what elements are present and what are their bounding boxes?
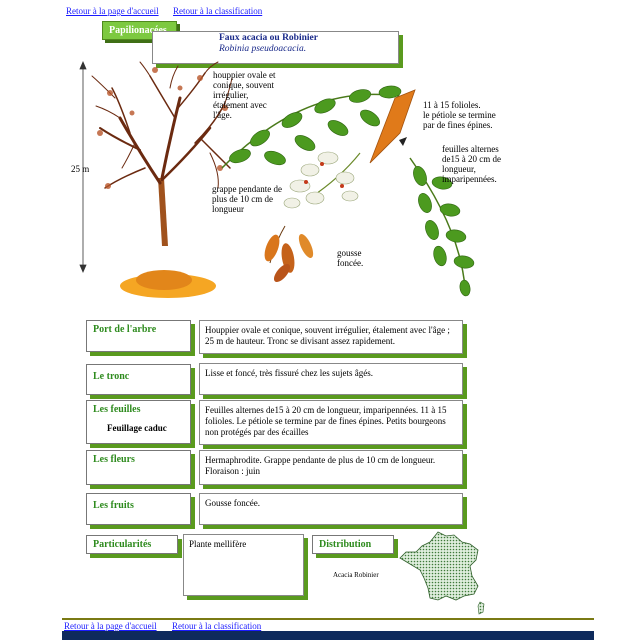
section-label-fleurs: Les fleurs — [86, 450, 191, 485]
tree-drawing — [91, 61, 233, 298]
section-text-fleurs: Hermaphrodite. Grappe pendante de plus d… — [199, 450, 463, 485]
family-label: Papilionacées — [109, 25, 167, 36]
robinier-illustration — [79, 60, 475, 298]
section-body-text: Houppier ovale et conique, souvent irrég… — [205, 325, 450, 346]
particularites-box: Plante mellifère — [183, 534, 304, 596]
particularites-text: Plante mellifère — [189, 539, 247, 549]
map-caption: Acacia Robinier — [333, 571, 379, 579]
cluster-annotation: grappe pendante de plus de 10 cm de long… — [212, 184, 282, 214]
leaf-drawing — [221, 85, 475, 297]
section-label-text: Les fruits — [93, 500, 134, 511]
section-text-tronc: Lisse et foncé, très fissuré chez les su… — [199, 363, 463, 395]
section-label-fruits: Les fruits — [86, 493, 191, 525]
home-link-bottom[interactable]: Retour à la page d'accueil — [64, 621, 157, 631]
flower-cluster-drawing — [283, 151, 361, 209]
section-body-text: Gousse foncée. — [205, 498, 260, 508]
section-text-fruits: Gousse foncée. — [199, 493, 463, 525]
height-arrow — [79, 60, 87, 274]
section-label-feuilles: Les feuilles Feuillage caduc — [86, 400, 191, 444]
particularites-label-text: Particularités — [93, 539, 152, 550]
foliage-deciduous-sublabel: Feuillage caduc — [107, 423, 167, 433]
footer-olive-bar — [62, 618, 594, 620]
particularites-label: Particularités — [86, 535, 178, 554]
footer-navy-bar — [62, 631, 594, 640]
leaflets-annotation: 11 à 15 folioles. le pétiole se termine … — [423, 100, 496, 130]
classification-link-top[interactable]: Retour à la classification — [173, 6, 263, 16]
section-label-tronc: Le tronc — [86, 364, 191, 395]
leaves-annotation: feuilles alternes de15 à 20 cm de longue… — [442, 144, 501, 184]
section-text-port: Houppier ovale et conique, souvent irrég… — [199, 320, 463, 354]
section-label-port: Port de l'arbre — [86, 320, 191, 352]
thorn-pointer — [399, 137, 407, 146]
species-latin-name: Robinia pseudoacacia. — [219, 44, 307, 54]
section-body-text: Feuilles alternes de15 à 20 cm de longue… — [205, 405, 447, 437]
seed-pods-drawing — [264, 225, 314, 283]
section-body-text: Hermaphrodite. Grappe pendante de plus d… — [205, 455, 436, 476]
section-label-text: Les feuilles — [93, 404, 141, 415]
crown-annotation: houppier ovale et conique, souvent irrég… — [213, 70, 276, 120]
section-label-text: Le tronc — [93, 371, 130, 382]
corsica-shape — [477, 601, 485, 615]
distribution-label: Distribution — [312, 535, 394, 554]
france-distribution-map — [399, 531, 485, 615]
height-annotation: 25 m — [71, 164, 90, 174]
home-link-top[interactable]: Retour à la page d'accueil — [66, 6, 159, 16]
section-body-text: Lisse et foncé, très fissuré chez les su… — [205, 368, 373, 378]
section-label-text: Port de l'arbre — [93, 324, 157, 335]
classification-link-bottom[interactable]: Retour à la classification — [172, 621, 262, 631]
section-label-text: Les fleurs — [93, 454, 135, 465]
species-common-name: Faux acacia ou Robinier — [219, 33, 318, 43]
section-text-feuilles: Feuilles alternes de15 à 20 cm de longue… — [199, 400, 463, 445]
distribution-label-text: Distribution — [319, 539, 372, 550]
species-title-box: Faux acacia ou Robinier Robinia pseudoac… — [152, 31, 399, 64]
pod-annotation: gousse foncée. — [337, 248, 364, 268]
